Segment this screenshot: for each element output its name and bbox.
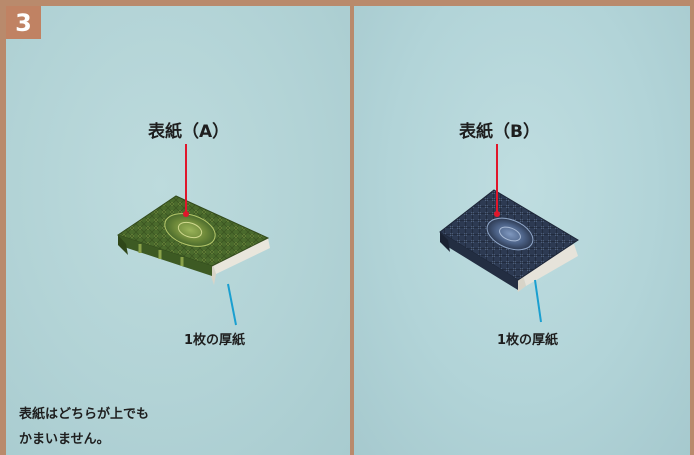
- board-a-label: 1枚の厚紙: [184, 333, 246, 348]
- book-a-photo: [116, 195, 270, 285]
- board-pointer-b: [534, 279, 542, 323]
- note-line-1: 表紙はどちらが上でも: [19, 407, 150, 422]
- note-line-2: かまいません。: [19, 432, 110, 447]
- cover-pointer-a: [183, 144, 189, 217]
- step-number-badge: 3: [6, 6, 41, 39]
- book-b-photo: [439, 189, 579, 292]
- cover-b-label: 表紙（B）: [459, 122, 540, 142]
- cover-a-label: 表紙（A）: [148, 122, 230, 142]
- cover-pointer-b: [494, 144, 500, 217]
- board-pointer-a: [227, 283, 237, 326]
- orientation-note: 表紙はどちらが上でも かまいません。: [19, 402, 149, 452]
- board-b-label: 1枚の厚紙: [497, 333, 559, 348]
